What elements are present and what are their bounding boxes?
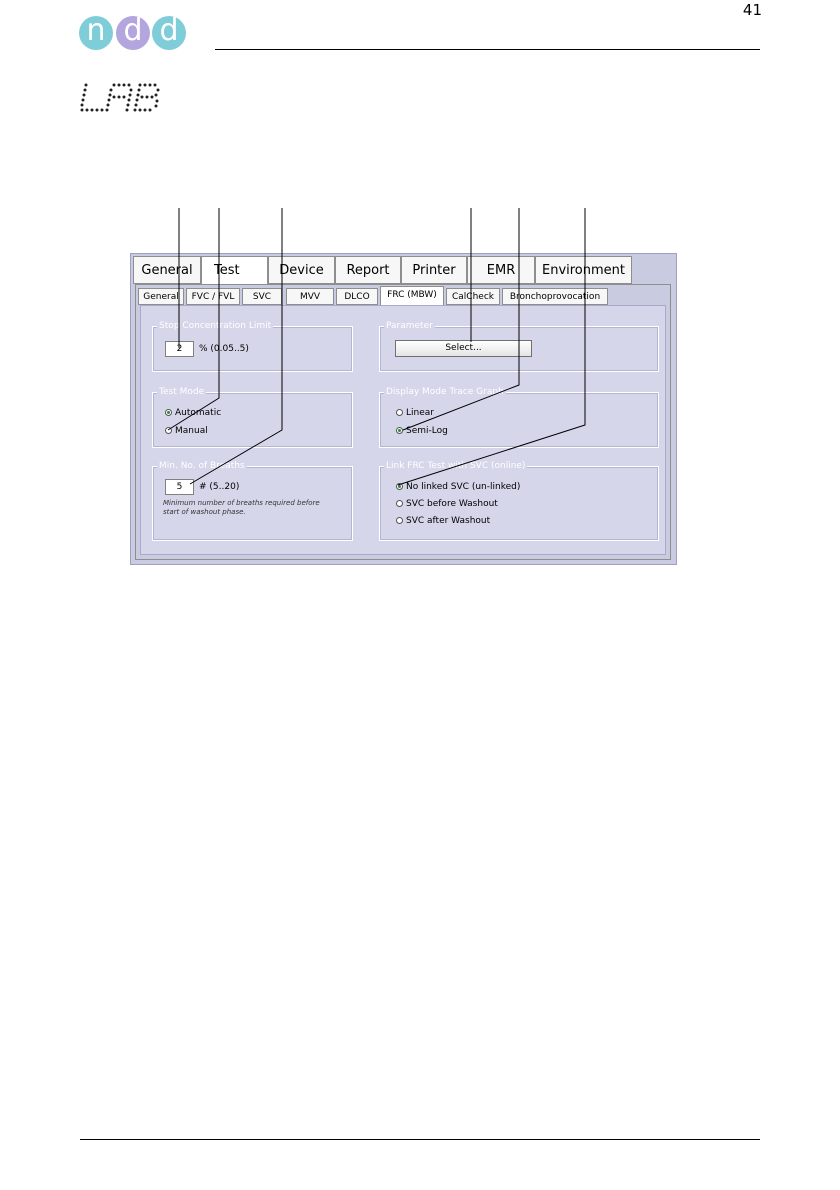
callout-line-6 bbox=[397, 208, 586, 486]
min-breaths-range: # (5..20) bbox=[199, 482, 240, 492]
subtab-frc-mbw[interactable]: FRC (MBW) bbox=[380, 286, 444, 305]
tab-emr[interactable]: EMR bbox=[467, 256, 535, 284]
callout-line-3 bbox=[189, 208, 283, 485]
display-mode-linear-label: Linear bbox=[406, 408, 434, 418]
callout-line-2 bbox=[167, 208, 220, 431]
min-breaths-input[interactable]: 5 bbox=[165, 479, 194, 495]
test-mode-manual-label: Manual bbox=[175, 426, 208, 436]
tab-device[interactable]: Device bbox=[268, 256, 335, 284]
tab-environment[interactable]: Environment bbox=[535, 256, 632, 284]
test-mode-automatic-label: Automatic bbox=[175, 408, 222, 418]
subtab-calcheck[interactable]: CalCheck bbox=[446, 288, 500, 305]
display-mode-linear-radio[interactable] bbox=[396, 409, 403, 416]
subtab-fvc-fvl[interactable]: FVC / FVL bbox=[186, 288, 240, 305]
link-after-radio[interactable] bbox=[396, 517, 403, 524]
subtab-general[interactable]: General bbox=[138, 288, 184, 305]
tab-report[interactable]: Report bbox=[335, 256, 401, 284]
min-breaths-group: Min. No. of Breaths 5 # (5..20) Minimum … bbox=[152, 460, 353, 541]
header-rule bbox=[215, 49, 760, 50]
tab-printer[interactable]: Printer bbox=[401, 256, 467, 284]
link-none-label: No linked SVC (un-linked) bbox=[406, 482, 521, 492]
tab-test[interactable]: Test bbox=[201, 256, 268, 287]
logo-letter-d-2: d bbox=[152, 16, 186, 50]
parameter-title: Parameter bbox=[384, 320, 435, 332]
test-mode-title: Test Mode bbox=[157, 386, 207, 398]
link-none-radio[interactable] bbox=[396, 483, 403, 490]
subtab-svc[interactable]: SVC bbox=[242, 288, 282, 305]
subtab-dlco[interactable]: DLCO bbox=[336, 288, 378, 305]
stop-concentration-group: Stop Concentration Limit 2 % (0.05..5) bbox=[152, 320, 353, 372]
footer-rule bbox=[80, 1139, 760, 1140]
stop-concentration-title: Stop Concentration Limit bbox=[157, 320, 274, 332]
tab-general[interactable]: General bbox=[133, 256, 201, 284]
min-breaths-hint-1: Minimum number of breaths required befor… bbox=[163, 499, 320, 507]
parameter-select-button[interactable]: Select... bbox=[395, 340, 532, 357]
display-mode-group: Display Mode Trace Graph Linear Semi-Log bbox=[379, 386, 659, 448]
min-breaths-hint-2: start of washout phase. bbox=[163, 508, 246, 516]
test-mode-manual-radio[interactable] bbox=[165, 427, 172, 434]
callout-line-5 bbox=[402, 208, 520, 431]
logo-letter-d: d bbox=[116, 16, 150, 50]
link-before-label: SVC before Washout bbox=[406, 499, 498, 509]
display-mode-semilog-label: Semi-Log bbox=[406, 426, 448, 436]
link-after-label: SVC after Washout bbox=[406, 516, 491, 526]
subtab-mvv[interactable]: MVV bbox=[286, 288, 334, 305]
logo-letter-n: n bbox=[79, 16, 113, 50]
min-breaths-title: Min. No. of Breaths bbox=[157, 460, 247, 472]
link-before-radio[interactable] bbox=[396, 500, 403, 507]
subtab-bronchoprovocation[interactable]: Bronchoprovocation bbox=[502, 288, 608, 305]
parameter-group: Parameter Select... bbox=[379, 320, 659, 372]
lab-logo bbox=[80, 83, 160, 112]
test-mode-automatic-radio[interactable] bbox=[165, 409, 172, 416]
page-number: 41 bbox=[742, 1, 762, 19]
display-mode-semilog-radio[interactable] bbox=[396, 427, 403, 434]
display-mode-title: Display Mode Trace Graph bbox=[384, 386, 506, 398]
stop-concentration-range: % (0.05..5) bbox=[199, 344, 249, 354]
